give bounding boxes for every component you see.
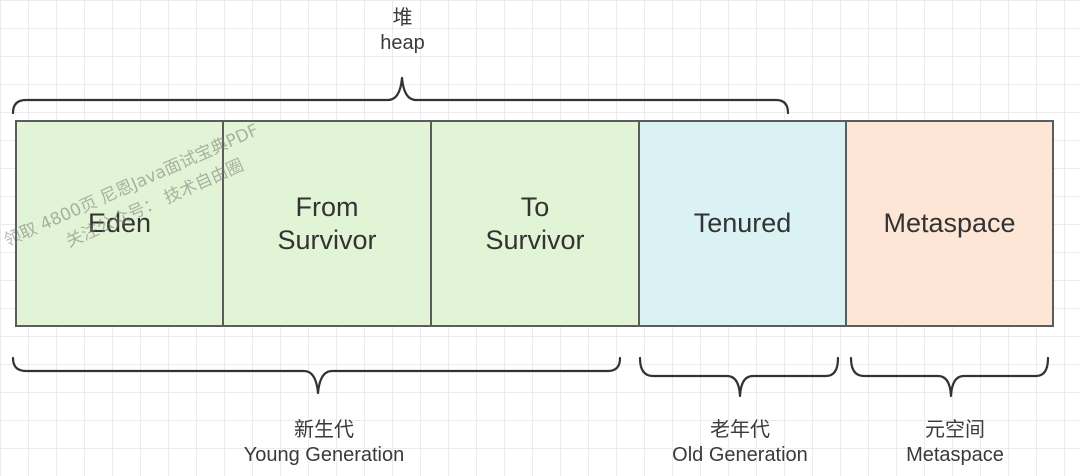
heap-label: 堆 heap [340,6,465,56]
tenured-label: Tenured [693,208,792,238]
to-survivor-label: To Survivor [485,191,585,255]
young-generation-cn: 新生代 [294,419,354,441]
old-generation-en: Old Generation [672,444,808,466]
old-generation-cn: 老年代 [710,419,770,441]
metaspace-label: Metaspace [883,208,1016,238]
heap-label-cn: 堆 [392,7,413,29]
metaspace-generation-label: 元空间 Metaspace [880,418,1030,468]
tenured-block: Tenured [638,120,847,327]
young-generation-en: Young Generation [243,444,405,466]
meta-brace [849,356,1050,398]
metaspace-block: Metaspace [845,120,1054,327]
heap-label-en: heap [380,32,425,54]
old-generation-label: 老年代 Old Generation [640,418,840,468]
eden-label: Eden [87,208,152,238]
heap-brace [11,76,790,115]
to-survivor-block: To Survivor [430,120,640,327]
eden-block: Eden [15,120,224,327]
from-survivor-label: From Survivor [277,191,377,255]
metaspace-generation-en: Metaspace [906,444,1004,466]
old-brace [638,356,840,398]
metaspace-generation-cn: 元空间 [925,419,985,441]
young-brace [11,356,622,395]
from-survivor-block: From Survivor [222,120,432,327]
young-generation-label: 新生代 Young Generation [214,418,434,468]
